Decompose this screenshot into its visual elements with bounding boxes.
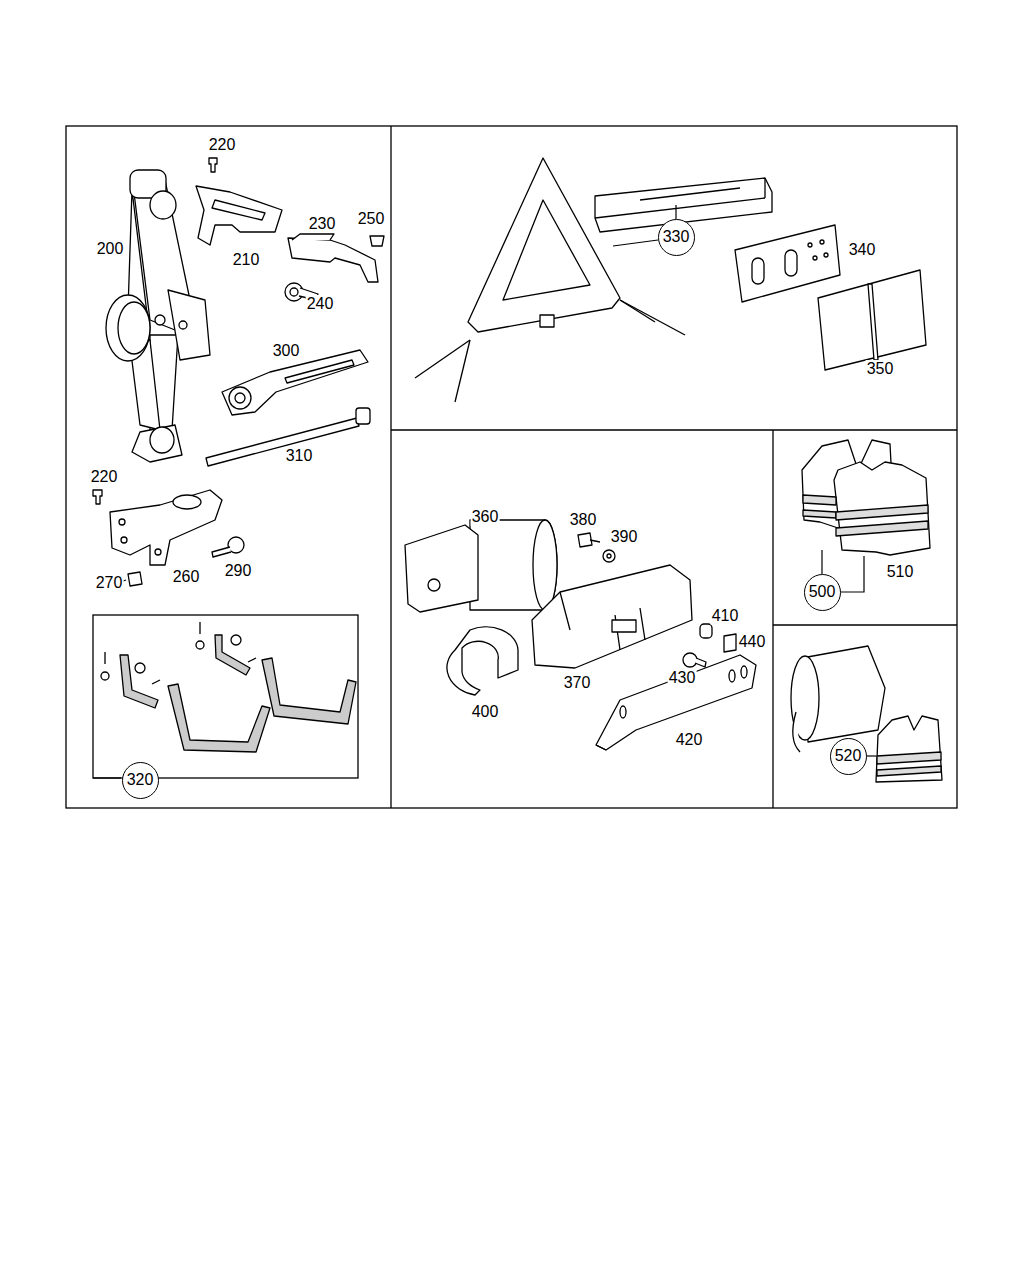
callout-number: 410 (711, 607, 740, 625)
callout-circle: 520 (830, 738, 867, 775)
callout-number: 430 (668, 669, 697, 687)
callout-number: 200 (96, 240, 125, 258)
callout-number: 360 (471, 508, 500, 526)
callout-number: 260 (172, 568, 201, 586)
callout-number: 510 (886, 563, 915, 581)
callout-number: 210 (232, 251, 261, 269)
callout-number: 220 (208, 136, 237, 154)
callout-number: 220 (90, 468, 119, 486)
callout-number: 500 (809, 583, 836, 601)
callout-number: 240 (306, 295, 335, 313)
callout-number: 330 (663, 228, 690, 246)
callout-circle: 330 (658, 219, 695, 256)
callout-number: 340 (848, 241, 877, 259)
callout-number: 370 (563, 674, 592, 692)
callout-number: 520 (835, 747, 862, 765)
callout-number: 320 (127, 771, 154, 789)
callout-number: 250 (357, 210, 386, 228)
callout-number: 230 (308, 215, 337, 233)
callout-circle: 500 (804, 574, 841, 611)
callout-number: 420 (675, 731, 704, 749)
callout-number: 400 (471, 703, 500, 721)
callout-number: 310 (285, 447, 314, 465)
callout-number: 290 (224, 562, 253, 580)
callout-number: 390 (610, 528, 639, 546)
callout-number: 440 (738, 633, 767, 651)
callout-number: 270 (95, 574, 124, 592)
callout-number: 350 (866, 360, 895, 378)
callout-number: 300 (272, 342, 301, 360)
callout-number: 380 (569, 511, 598, 529)
callout-circle: 320 (122, 762, 159, 799)
